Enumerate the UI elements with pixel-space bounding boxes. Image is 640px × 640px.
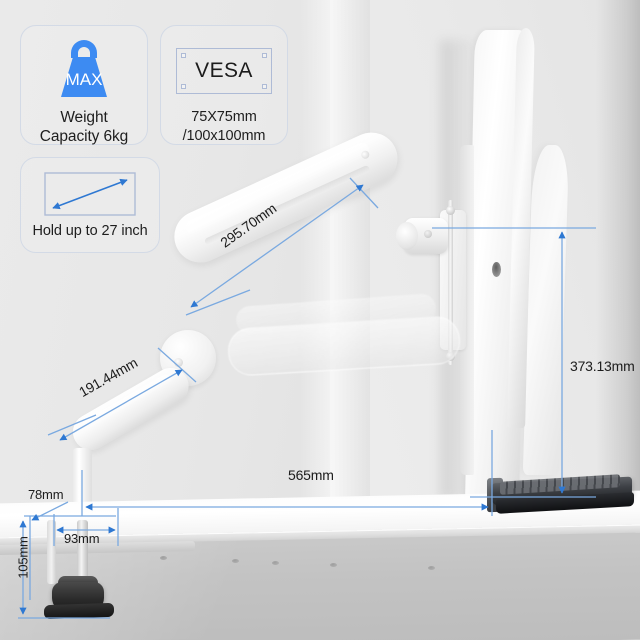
desk-screw-1 [160, 556, 167, 560]
vesa-screw-top [446, 206, 455, 215]
dim-label-height: 373.13mm [570, 358, 635, 374]
dim-label-clamp-height: 105mm [15, 536, 31, 579]
arm-elbow-pin [174, 358, 183, 367]
badge-vesa: VESA 75X75mm /100x100mm [160, 25, 288, 145]
monitor-port-hole [492, 262, 501, 277]
screen-diagonal-icon [44, 172, 136, 216]
dim-label-base-offset: 78mm [28, 487, 64, 502]
badge-size-caption: Hold up to 27 inch [21, 222, 159, 241]
desk-screw-4 [330, 563, 337, 567]
vesa-hole-bl [181, 84, 186, 89]
vesa-hole-tr [262, 53, 267, 58]
badge-weight-capacity: MAX Weight Capacity 6kg [20, 25, 148, 145]
desk-screw-5 [428, 566, 435, 570]
desk-screw-3 [272, 561, 279, 565]
wall-corner-shadow [596, 0, 640, 520]
badge-vesa-caption: 75X75mm /100x100mm [161, 108, 287, 146]
vesa-plate-icon: VESA [176, 48, 272, 94]
badge-weight-line2: Capacity 6kg [39, 128, 129, 145]
vesa-hole-br [262, 84, 267, 89]
badge-vesa-line2: /100x100mm [182, 128, 266, 144]
clamp-pad [44, 602, 114, 620]
badge-size-line1: Hold up to 27 inch [32, 223, 148, 239]
clamp-screw-stem [77, 520, 88, 592]
desk-screw-2 [232, 559, 239, 563]
weight-icon-label: MAX [66, 70, 103, 89]
badge-weight-line1: Weight [60, 109, 108, 126]
vesa-icon-label: VESA [195, 59, 253, 82]
badge-screen-size: Hold up to 27 inch [20, 157, 160, 253]
vesa-hole-tl [181, 53, 186, 58]
dim-label-base-width: 93mm [64, 531, 100, 546]
tilt-knuckle [396, 222, 418, 250]
tilt-pin [424, 230, 432, 238]
badge-vesa-line1: 75X75mm [191, 109, 257, 125]
vesa-mount-bar [448, 200, 453, 365]
weight-max-icon: MAX [61, 40, 107, 97]
clamp-back-plate [47, 520, 56, 584]
wall-seam [300, 0, 370, 520]
badge-weight-caption: Weight Capacity 6kg [21, 108, 147, 146]
dim-label-reach: 565mm [288, 467, 334, 483]
